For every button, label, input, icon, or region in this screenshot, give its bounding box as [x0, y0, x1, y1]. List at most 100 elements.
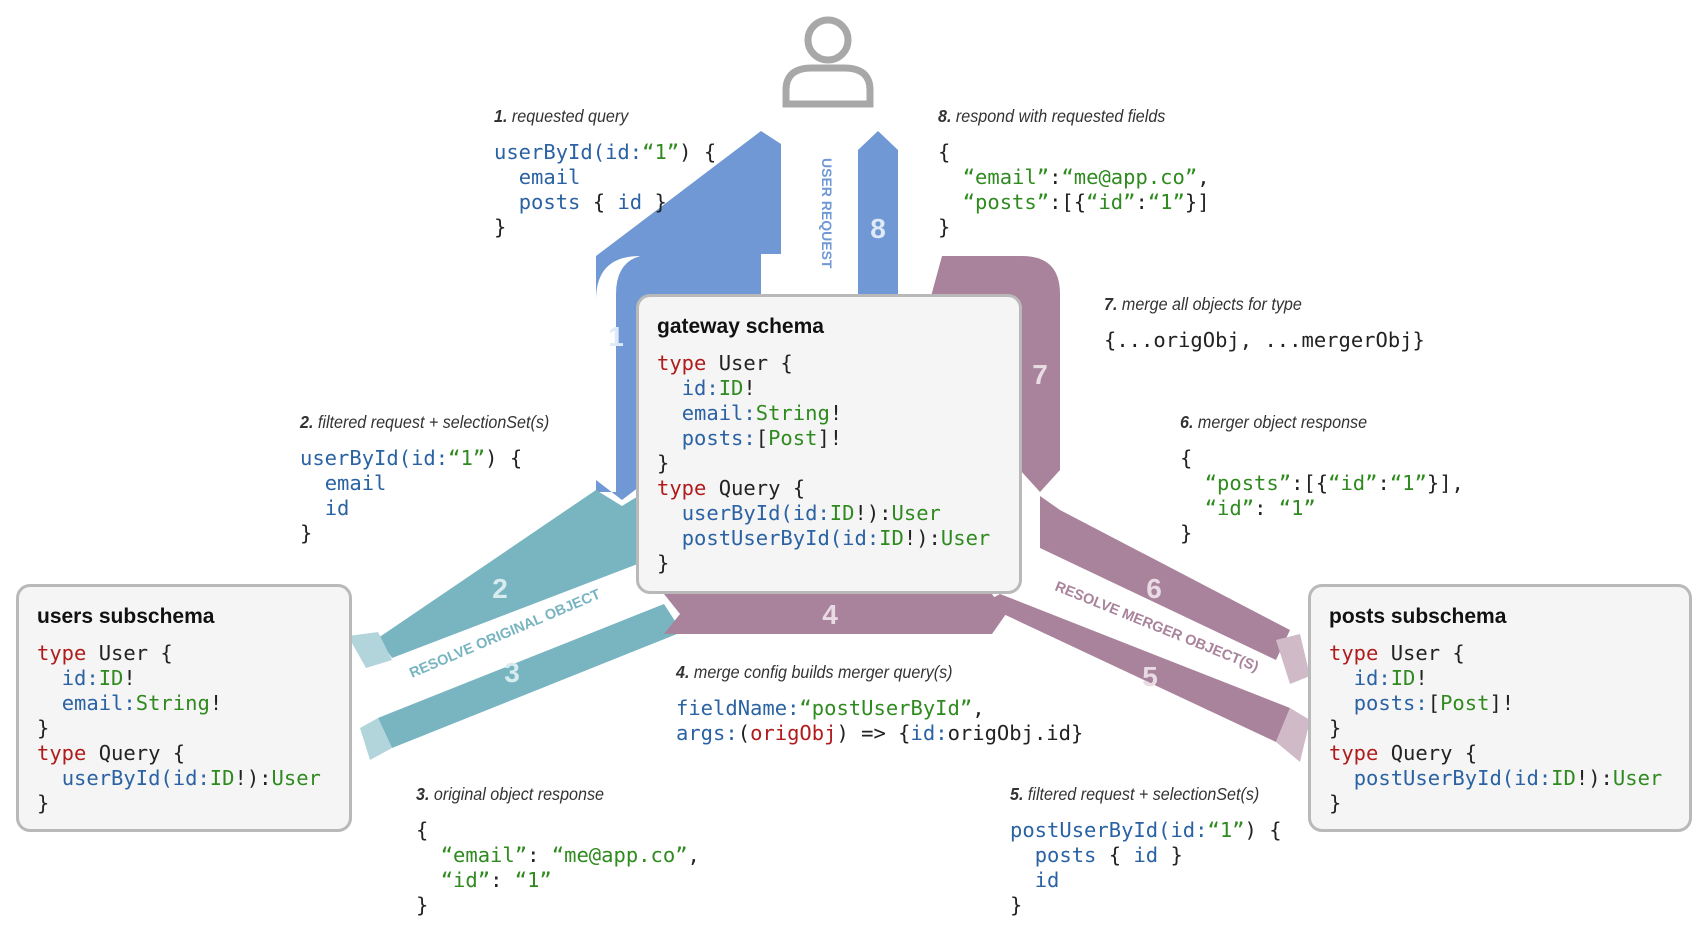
- code-line: userById(id:ID!):User: [657, 501, 990, 526]
- code-token: userById(id:: [681, 501, 830, 525]
- code-line: “email”: “me@app.co”,: [416, 843, 700, 868]
- code-line: }: [657, 451, 990, 476]
- code-token: “1”: [1147, 190, 1185, 214]
- code-token: ID: [1390, 666, 1416, 690]
- code-token: Query {: [706, 476, 806, 500]
- users-subschema-code: type User { id:ID! email:String!}type Qu…: [37, 641, 321, 816]
- code-token: postUserById(id:: [1353, 766, 1552, 790]
- step-7-caption: 7. merge all objects for type: [1104, 294, 1302, 314]
- user-request-label: USER REQUEST: [819, 158, 835, 269]
- code-token: :: [1049, 165, 1062, 189]
- code-token: [: [755, 426, 769, 450]
- code-token: {: [1180, 446, 1193, 470]
- code-line: args:(origObj) => {id:origObj.id}: [676, 721, 1083, 746]
- code-token: }: [1329, 791, 1342, 815]
- code-line: }: [37, 791, 321, 816]
- code-token: args:: [676, 721, 738, 745]
- code-token: User: [940, 526, 991, 550]
- code-token: :: [1377, 471, 1390, 495]
- code-token: ID: [718, 376, 744, 400]
- code-line: “posts”:[{“id”:“1”}]: [938, 190, 1210, 215]
- code-token: [1180, 496, 1205, 520]
- code-line: }: [1329, 716, 1662, 741]
- code-line: postUserById(id:ID!):User: [657, 526, 991, 551]
- code-token: “1”: [1278, 496, 1316, 520]
- code-token: ) {: [485, 446, 523, 470]
- code-token: “posts”: [1204, 471, 1292, 495]
- code-line: }: [1329, 791, 1662, 816]
- code-token: email: [518, 165, 581, 189]
- step-4-caption: 4. merge config builds merger query(s): [676, 662, 953, 682]
- arrow-label-8: 8: [870, 213, 886, 244]
- code-line: email: [494, 165, 716, 190]
- code-token: userById(id:: [300, 446, 449, 470]
- code-token: “id”: [1328, 471, 1378, 495]
- code-token: [37, 691, 62, 715]
- code-token: User: [891, 501, 941, 525]
- code-line: type Query {: [1329, 741, 1662, 766]
- code-token: email: [324, 471, 387, 495]
- code-token: !: [123, 666, 136, 690]
- code-token: id:: [910, 721, 948, 745]
- code-token: “1”: [514, 868, 552, 892]
- code-token: “email”: [962, 165, 1050, 189]
- code-token: type: [37, 741, 87, 765]
- step-3-caption: 3. original object response: [416, 784, 604, 804]
- code-token: id:: [61, 666, 99, 690]
- code-token: id: [1034, 868, 1060, 892]
- step-8-code: { “email”:“me@app.co”, “posts”:[{“id”:“1…: [938, 140, 1210, 240]
- code-token: [1329, 691, 1354, 715]
- code-token: User: [1612, 766, 1663, 790]
- code-token: “1”: [448, 446, 486, 470]
- code-token: User {: [706, 351, 793, 375]
- code-line: userById(id:“1”) {: [300, 446, 522, 471]
- arrow-7: [930, 256, 1060, 492]
- code-line: }: [37, 716, 321, 741]
- arrow-label-1: 1: [608, 321, 624, 352]
- code-token: !: [743, 376, 756, 400]
- code-line: id: [1010, 868, 1282, 893]
- code-token: [1180, 471, 1205, 495]
- code-token: posts:: [681, 426, 756, 450]
- code-token: :: [490, 868, 515, 892]
- code-line: }: [1010, 893, 1282, 918]
- code-token: }: [657, 451, 670, 475]
- code-token: “postUserById”: [799, 696, 973, 720]
- code-token: User: [271, 766, 321, 790]
- code-token: ID: [209, 766, 235, 790]
- arrow-5: [982, 594, 1290, 742]
- code-token: ,: [1197, 165, 1210, 189]
- code-line: }: [657, 551, 990, 576]
- code-token: “id”: [1086, 190, 1136, 214]
- code-token: }: [37, 791, 50, 815]
- step-1-code: userById(id:“1”) { email posts { id }}: [494, 140, 716, 240]
- code-token: ,: [972, 696, 985, 720]
- code-token: {...origObj, ...mergerObj}: [1104, 328, 1425, 352]
- code-token: !: [209, 691, 223, 715]
- code-token: email:: [61, 691, 136, 715]
- step-6-code: { “posts”:[{“id”:“1”}], “id”: “1”}: [1180, 446, 1464, 546]
- code-token: type: [657, 476, 707, 500]
- code-token: {: [938, 140, 951, 164]
- arrow-label-6: 6: [1146, 573, 1162, 604]
- code-token: }]: [1184, 190, 1210, 214]
- arrow-2-head: [348, 632, 392, 668]
- code-token: postUserById(id:: [681, 526, 880, 550]
- code-token: “1”: [642, 140, 680, 164]
- code-token: [657, 401, 682, 425]
- code-token: [494, 190, 519, 214]
- code-line: userById(id:ID!):User: [37, 766, 321, 791]
- code-token: [1010, 843, 1035, 867]
- code-line: “id”: “1”: [1180, 496, 1464, 521]
- code-token: Post: [1440, 691, 1490, 715]
- code-token: type: [1329, 741, 1379, 765]
- code-token: origObj: [750, 721, 837, 745]
- code-token: :: [527, 843, 552, 867]
- code-line: userById(id:“1”) {: [494, 140, 716, 165]
- code-token: type: [657, 351, 707, 375]
- code-token: }: [1329, 716, 1342, 740]
- code-token: ,: [687, 843, 700, 867]
- code-line: “posts”:[{“id”:“1”}],: [1180, 471, 1464, 496]
- code-token: id:: [1353, 666, 1391, 690]
